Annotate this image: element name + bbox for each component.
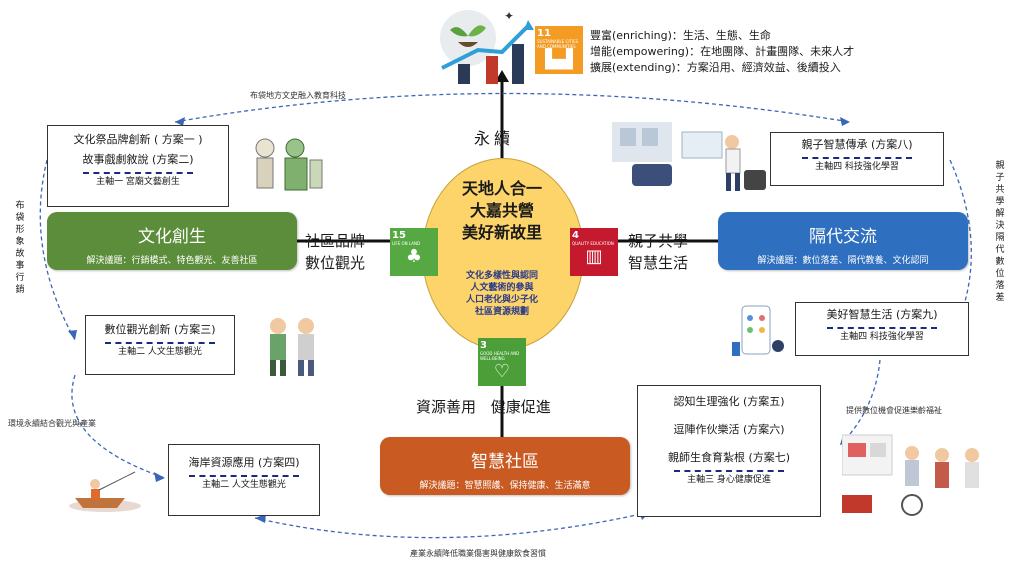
goal-extending: 擴展(extending)：方案沿用、經濟效益、後續投入 xyxy=(590,61,841,74)
sdg3-text: GOOD HEALTH AND WELL-BEING xyxy=(480,351,520,361)
book-icon: ▥ xyxy=(585,246,603,267)
center-title-line: 大嘉共營 xyxy=(469,201,534,220)
dash-divider xyxy=(674,470,784,472)
top-arc-note: 布袋地方文史融入教育科技 xyxy=(250,91,346,100)
center-circle xyxy=(422,158,584,350)
smart-community-box: 智慧社區 解決議題：智慧照護、保持健康、生活滿意 xyxy=(380,437,630,495)
smart-title: 智慧社區 xyxy=(471,452,539,472)
program-box-8: 親子智慧傳承 (方案八) 主軸四 科技強化學習 xyxy=(770,132,944,186)
center-issue: 人文藝術的參與 xyxy=(470,283,534,293)
svg-text:✦: ✦ xyxy=(504,9,514,23)
dash-divider xyxy=(827,327,937,329)
connector-text: 資源善用 xyxy=(416,398,477,416)
intergenerational-box: 隔代交流 解決議題：數位落差、隔代教養、文化認同 xyxy=(718,212,968,270)
center-issue: 社區資源規劃 xyxy=(474,307,529,317)
center-issue: 人口老化與少子化 xyxy=(465,295,538,305)
tree-icon: ♣ xyxy=(405,246,423,267)
program-axis: 主軸二 人文生態觀光 xyxy=(202,480,286,490)
program-axis: 主軸四 科技強化學習 xyxy=(840,332,924,342)
program-axis: 主軸二 人文生態觀光 xyxy=(118,347,202,357)
goal-enriching: 豐富(enriching)：生活、生態、生命 xyxy=(590,29,771,42)
connector-text: 數位觀光 xyxy=(305,254,366,272)
dash-divider xyxy=(105,342,215,344)
fishing-illustration xyxy=(69,471,141,512)
connector-text: 健康促進 xyxy=(490,398,551,416)
smart-issue: 解決議題：智慧照護、保持健康、生活滿意 xyxy=(419,481,591,491)
program-line: 美好智慧生活 (方案九) xyxy=(826,308,938,321)
program-box-4: 海岸資源應用 (方案四) 主軸二 人文生態觀光 xyxy=(168,444,320,516)
connector-text: 親子共學 xyxy=(628,232,689,250)
sdg11-badge: 11 SUSTAINABLE CITIES AND COMMUNITIES ▙▟ xyxy=(535,26,583,74)
dash-divider xyxy=(83,172,193,174)
program-axis: 主軸三 身心健康促進 xyxy=(687,475,771,485)
top-arrowhead xyxy=(495,70,509,82)
smart-connector-label: 資源善用 健康促進 xyxy=(416,396,551,418)
connector-text: 智慧生活 xyxy=(628,254,689,272)
city-icon: ▙▟ xyxy=(545,49,573,70)
sdg15-number: 15 xyxy=(392,230,406,241)
sdg15-text: LIFE ON LAND xyxy=(392,241,421,246)
program-line: 海岸資源應用 (方案四) xyxy=(188,456,300,469)
right-vertical-note: 親子共學解決隔代數位落差 xyxy=(995,161,1005,303)
env-dashed-arc xyxy=(71,374,166,479)
program-line: 逗陣作伙樂活 (方案六) xyxy=(673,423,785,436)
family-title: 隔代交流 xyxy=(809,227,877,247)
elderly-care-illustration xyxy=(842,434,979,516)
program-box-1-2: 文化祭品牌創新 ( 方案一 ) 故事戲劇敘說 (方案二) 主軸一 宮廟文藝創生 xyxy=(47,125,229,207)
heartbeat-icon: ♡ xyxy=(493,361,511,382)
sdg4-text: QUALITY EDUCATION xyxy=(572,241,614,246)
family-issue: 解決議題：數位落差、隔代教養、文化認同 xyxy=(757,256,929,266)
program-box-9: 美好智慧生活 (方案九) 主軸四 科技強化學習 xyxy=(795,302,969,356)
center-issue: 文化多樣性與認同 xyxy=(465,271,538,281)
program-line: 數位觀光創新 (方案三) xyxy=(104,323,216,336)
center-title: 天地人合一 大嘉共營 美好新故里 xyxy=(422,178,582,244)
goal-empowering: 增能(empowering)：在地團隊、計畫團隊、未來人才 xyxy=(590,45,855,58)
connector-text: 社區品牌 xyxy=(305,232,366,250)
program-line: 認知生理強化 (方案五) xyxy=(673,395,785,408)
left-dashed-arc xyxy=(39,159,76,341)
sdg11-text: SUSTAINABLE CITIES AND COMMUNITIES xyxy=(537,39,579,49)
dash-divider xyxy=(802,157,912,159)
growth-chart-illustration: ✦ xyxy=(440,9,534,84)
program-box-5-7: 認知生理強化 (方案五) 逗陣作伙樂活 (方案六) 親師生食育紮根 (方案七) … xyxy=(637,385,821,517)
sdg11-number: 11 xyxy=(537,28,551,39)
program-line: 親師生食育紮根 (方案七) xyxy=(667,451,791,464)
tourists-illustration xyxy=(270,318,314,376)
center-title-line: 天地人合一 xyxy=(461,179,542,198)
program-line: 文化祭品牌創新 ( 方案一 ) xyxy=(73,133,203,146)
sdg15-badge: 15 LIFE ON LAND ♣ xyxy=(390,228,438,276)
smartphone-illustration xyxy=(732,305,784,356)
center-title-line: 美好新故里 xyxy=(461,223,542,242)
left-vertical-note: 布袋形象故事行銷 xyxy=(15,201,25,295)
culture-title: 文化創生 xyxy=(138,227,206,247)
sustainability-label: 永續 xyxy=(474,129,515,148)
sdg4-badge: 4 QUALITY EDUCATION ▥ xyxy=(570,228,618,276)
culture-creation-box: 文化創生 解決議題：行銷模式、特色觀光、友善社區 xyxy=(47,212,297,270)
sustainability-goals: 豐富(enriching)：生活、生態、生命 增能(empowering)：在地… xyxy=(590,28,854,76)
digital-care-note: 提供數位機會促進樂齡福祉 xyxy=(846,406,942,415)
family-connector-label: 親子共學 智慧生活 xyxy=(628,230,688,274)
culture-connector-label: 社區品牌 數位觀光 xyxy=(305,230,365,274)
bottom-note: 產業永續降低職業傷害與健康飲食習慣 xyxy=(410,549,546,558)
dash-divider xyxy=(189,475,299,477)
center-issues: 文化多樣性與認同 人文藝術的參與 人口老化與少子化 社區資源規劃 xyxy=(422,270,582,318)
temple-performers-illustration xyxy=(245,130,325,205)
program-axis: 主軸四 科技強化學習 xyxy=(815,162,899,172)
sdg4-number: 4 xyxy=(572,230,579,241)
program-box-3: 數位觀光創新 (方案三) 主軸二 人文生態觀光 xyxy=(85,315,235,375)
top-dashed-arc xyxy=(174,92,851,123)
env-note: 環境永續結合觀光與產業 xyxy=(8,419,96,428)
program-axis: 主軸一 宮廟文藝創生 xyxy=(96,177,180,187)
sdg3-badge: 3 GOOD HEALTH AND WELL-BEING ♡ xyxy=(478,338,526,386)
program-line: 親子智慧傳承 (方案八) xyxy=(801,138,913,151)
culture-issue: 解決議題：行銷模式、特色觀光、友善社區 xyxy=(86,256,258,266)
bottom-dashed-arc xyxy=(254,511,651,539)
sdg3-number: 3 xyxy=(480,340,487,351)
program-line: 故事戲劇敘說 (方案二) xyxy=(82,153,194,166)
vr-classroom-illustration xyxy=(612,122,766,191)
